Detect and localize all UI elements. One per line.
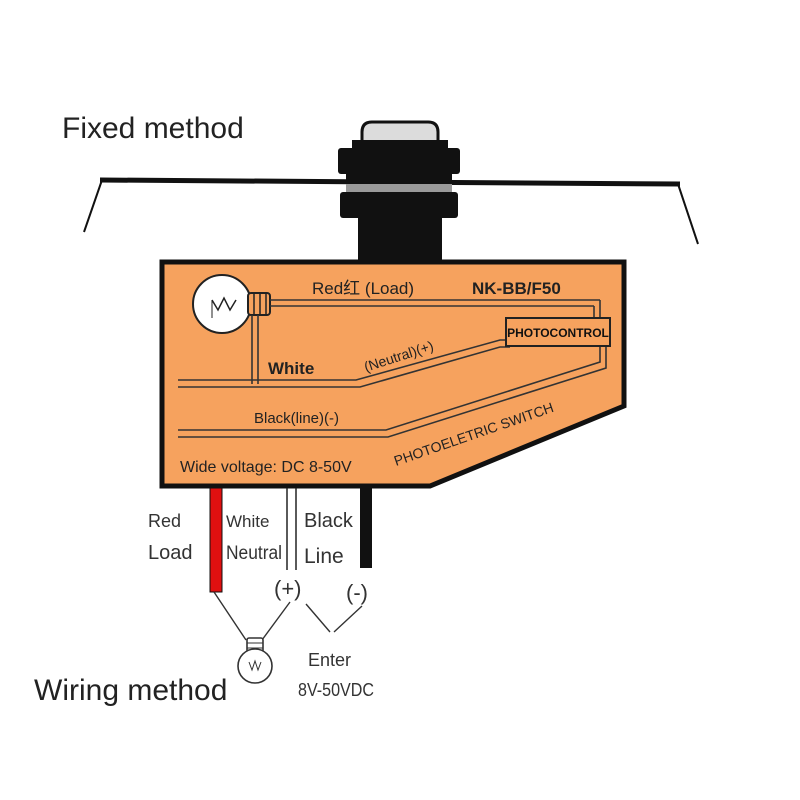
- threaded-stem: [338, 120, 460, 264]
- wide-voltage-label: Wide voltage: DC 8-50V: [180, 459, 352, 476]
- white-lead-name: White: [226, 512, 269, 531]
- white-wire-label: White: [268, 359, 314, 378]
- wiring-lines: [213, 591, 363, 641]
- white-lead-role: Neutral: [226, 543, 282, 564]
- wiring-method-heading: Wiring method: [34, 674, 227, 707]
- photocontrol-label: PHOTOCONTROL: [507, 326, 609, 340]
- red-lead-role: Load: [148, 542, 193, 564]
- red-lead-name: Red: [148, 511, 181, 531]
- black-line-wire-label: Black(line)(-): [254, 410, 339, 427]
- plus-terminal: (+): [274, 576, 302, 601]
- black-lead-wire: [360, 488, 372, 568]
- white-lead-wire: [286, 488, 297, 570]
- red-lead-wire: [209, 487, 223, 593]
- external-lamp-icon: [237, 637, 273, 684]
- photocontrol-box: [505, 317, 611, 347]
- model-label: NK-BB/F50: [472, 279, 561, 298]
- supply-voltage-label: 8V-50VDC: [298, 680, 374, 700]
- lamp-icon: [192, 274, 271, 334]
- minus-terminal: (-): [346, 580, 368, 605]
- black-lead-role: Line: [304, 545, 344, 568]
- red-load-wire-label: Red红 (Load): [312, 279, 414, 298]
- fixed-method-heading: Fixed method: [62, 112, 244, 145]
- black-lead-name: Black: [304, 510, 354, 532]
- supply-enter-label: Enter: [308, 650, 351, 670]
